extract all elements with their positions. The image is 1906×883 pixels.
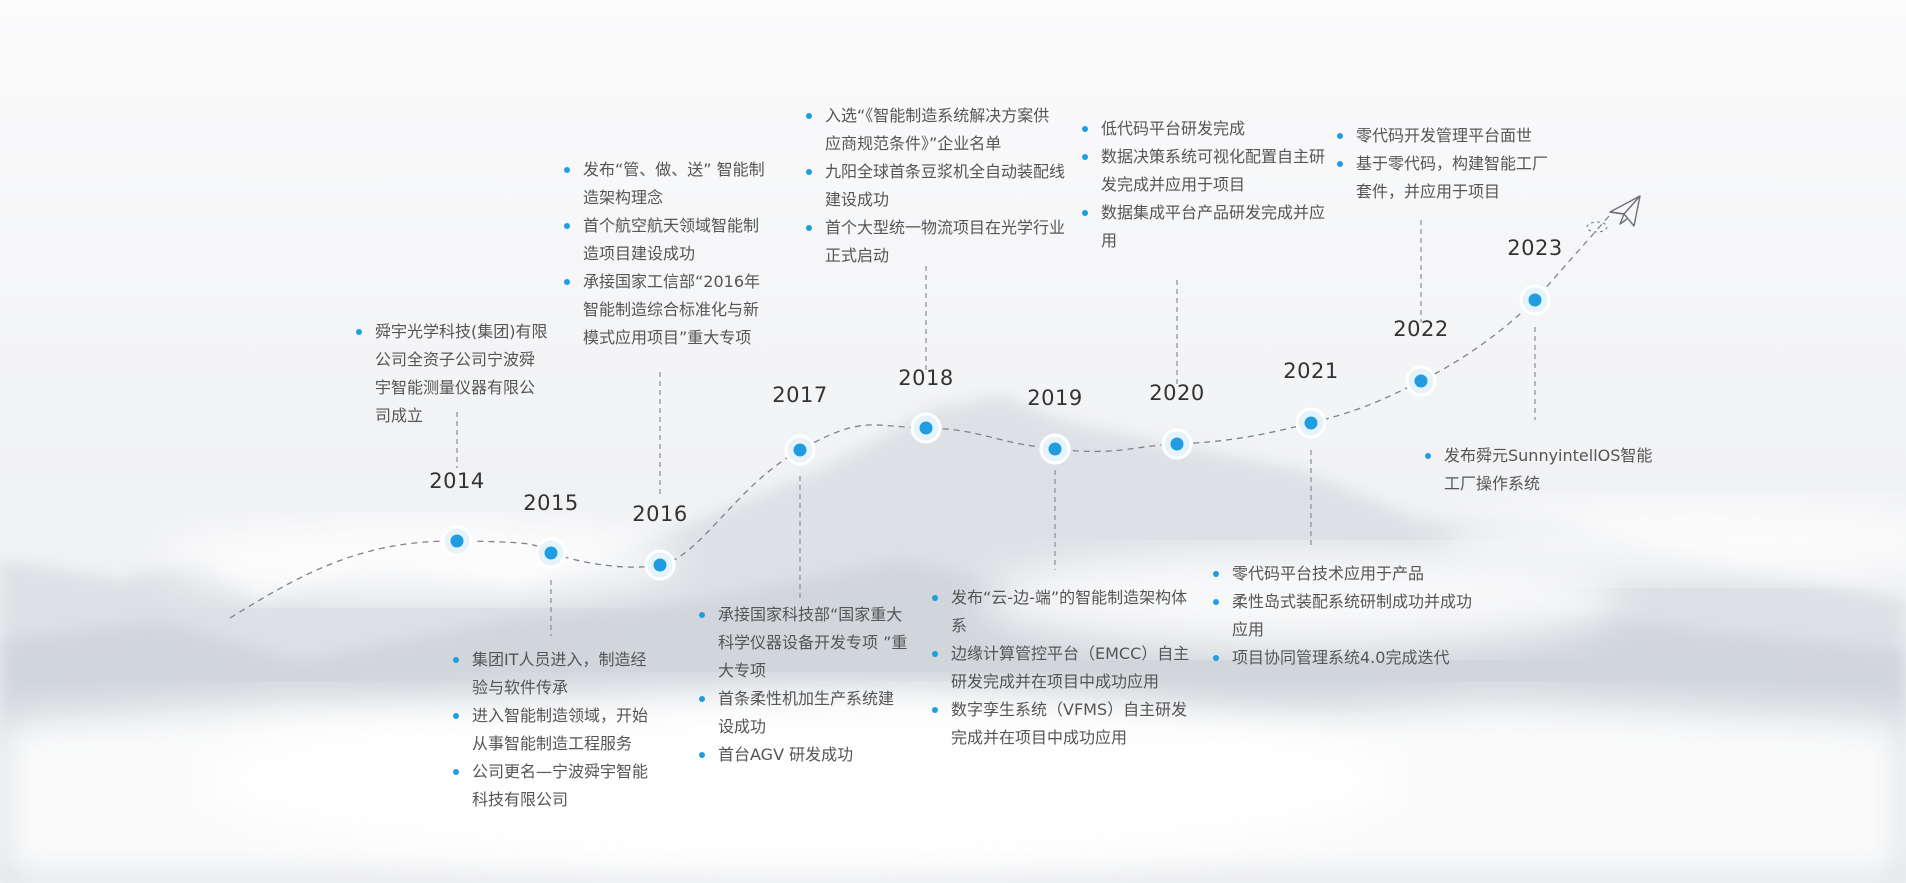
year-label-2022: 2022 (1393, 317, 1449, 341)
plane-trail-swirl (1586, 221, 1608, 233)
year-label-2017: 2017 (772, 383, 828, 407)
year-label-2021: 2021 (1283, 359, 1339, 383)
year-label-2018: 2018 (898, 366, 954, 390)
milestone-item: 零代码平台技术应用于产品 (1212, 560, 1482, 588)
milestone-item: 零代码开发管理平台面世 (1336, 122, 1556, 150)
milestone-item: 发布“管、做、送” 智能制造架构理念 (563, 156, 773, 212)
milestone-list-2023: 发布舜元SunnyintellOS智能工厂操作系统 (1424, 442, 1654, 498)
milestone-list-2018: 入选“《智能制造系统解决方案供应商规范条件》”企业名单九阳全球首条豆浆机全自动装… (805, 102, 1065, 270)
timeline-dot-icon (1405, 365, 1437, 397)
milestone-item: 首个大型统一物流项目在光学行业正式启动 (805, 214, 1065, 270)
milestone-item: 发布舜元SunnyintellOS智能工厂操作系统 (1424, 442, 1654, 498)
timeline-curve (229, 214, 1611, 619)
milestone-item: 项目协同管理系统4.0完成迭代 (1212, 644, 1482, 672)
milestone-item: 数字孪生系统（VFMS）自主研发完成并在项目中成功应用 (931, 696, 1191, 752)
timeline-dot-icon (1039, 433, 1071, 465)
milestone-item: 数据决策系统可视化配置自主研发完成并应用于项目 (1081, 143, 1326, 199)
milestone-item: 进入智能制造领域，开始从事智能制造工程服务 (452, 702, 662, 758)
timeline-dot-icon (910, 412, 942, 444)
milestone-item: 公司更名—宁波舜宇智能科技有限公司 (452, 758, 662, 814)
milestone-item: 数据集成平台产品研发完成并应用 (1081, 199, 1326, 255)
paper-plane-icon (1609, 195, 1641, 227)
milestone-item: 发布“云-边-端”的智能制造架构体系 (931, 584, 1191, 640)
milestone-item: 柔性岛式装配系统研制成功并成功应用 (1212, 588, 1482, 644)
timeline-dot-icon (1519, 284, 1551, 316)
milestone-item: 承接国家工信部“2016年智能制造综合标准化与新模式应用项目”重大专项 (563, 268, 773, 352)
year-label-2015: 2015 (523, 491, 579, 515)
timeline-dot-icon (441, 525, 473, 557)
milestone-list-2015: 集团IT人员进入，制造经验与软件传承进入智能制造领域，开始从事智能制造工程服务公… (452, 646, 662, 814)
milestone-list-2016: 发布“管、做、送” 智能制造架构理念首个航空航天领域智能制造项目建设成功承接国家… (563, 156, 773, 352)
milestone-item: 低代码平台研发完成 (1081, 115, 1326, 143)
milestone-item: 首个航空航天领域智能制造项目建设成功 (563, 212, 773, 268)
milestone-item: 承接国家科技部“国家重大科学仪器设备开发专项 ”重大专项 (698, 601, 908, 685)
milestone-item: 集团IT人员进入，制造经验与软件传承 (452, 646, 662, 702)
year-label-2023: 2023 (1507, 236, 1563, 260)
milestone-list-2021: 零代码平台技术应用于产品柔性岛式装配系统研制成功并成功应用项目协同管理系统4.0… (1212, 560, 1482, 672)
year-label-2020: 2020 (1149, 381, 1205, 405)
milestone-item: 首条柔性机加生产系统建设成功 (698, 685, 908, 741)
year-label-2019: 2019 (1027, 386, 1083, 410)
timeline-dot-icon (784, 434, 816, 466)
milestone-list-2020: 低代码平台研发完成数据决策系统可视化配置自主研发完成并应用于项目数据集成平台产品… (1081, 115, 1326, 255)
milestone-list-2022: 零代码开发管理平台面世基于零代码，构建智能工厂套件，并应用于项目 (1336, 122, 1556, 206)
milestone-item: 基于零代码，构建智能工厂套件，并应用于项目 (1336, 150, 1556, 206)
milestone-item: 边缘计算管控平台（EMCC）自主研发完成并在项目中成功应用 (931, 640, 1191, 696)
timeline-dot-icon (1161, 428, 1193, 460)
milestone-item: 入选“《智能制造系统解决方案供应商规范条件》”企业名单 (805, 102, 1065, 158)
milestone-list-2014: 舜宇光学科技(集团)有限公司全资子公司宁波舜宇智能测量仪器有限公司成立 (355, 318, 550, 430)
milestone-item: 首台AGV 研发成功 (698, 741, 908, 769)
year-label-2016: 2016 (632, 502, 688, 526)
timeline-dot-icon (644, 549, 676, 581)
milestone-item: 九阳全球首条豆浆机全自动装配线建设成功 (805, 158, 1065, 214)
milestone-list-2019: 发布“云-边-端”的智能制造架构体系边缘计算管控平台（EMCC）自主研发完成并在… (931, 584, 1191, 752)
milestone-item: 舜宇光学科技(集团)有限公司全资子公司宁波舜宇智能测量仪器有限公司成立 (355, 318, 550, 430)
timeline-dot-icon (1295, 407, 1327, 439)
year-label-2014: 2014 (429, 469, 485, 493)
timeline-dot-icon (535, 537, 567, 569)
milestone-list-2017: 承接国家科技部“国家重大科学仪器设备开发专项 ”重大专项首条柔性机加生产系统建设… (698, 601, 908, 769)
